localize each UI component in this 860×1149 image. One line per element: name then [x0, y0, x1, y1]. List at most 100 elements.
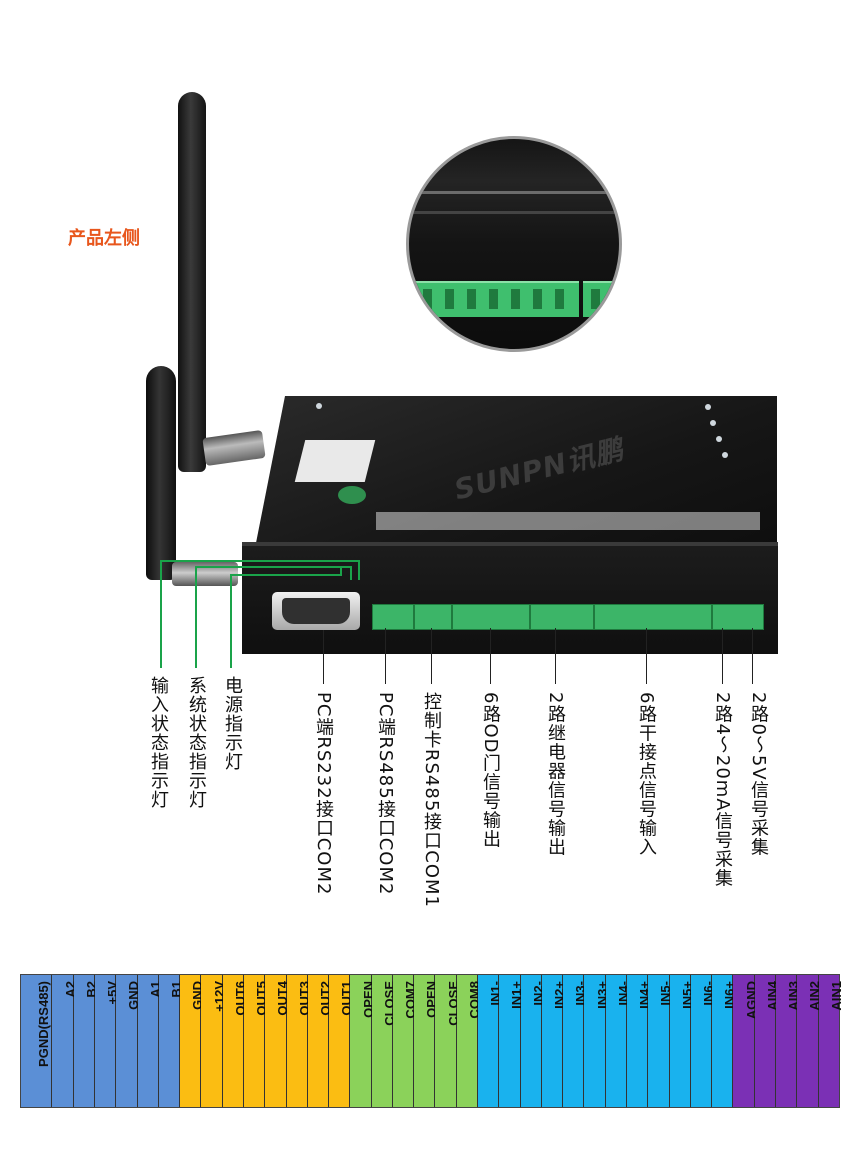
pin-cell: OUT5: [243, 975, 269, 1107]
antenna-tall: [178, 92, 206, 472]
zoom-pin: [511, 289, 520, 309]
product-label-sticker: [294, 440, 376, 482]
device-edge: [242, 542, 778, 548]
pin-cell: IN1+: [499, 975, 524, 1107]
pin-cell: GND: [116, 975, 141, 1107]
pin-cell: AIN1: [818, 975, 844, 1107]
pin-label: AIN1: [828, 981, 844, 1011]
pin-cell: IN3-: [563, 975, 588, 1107]
pin-cell: B2: [73, 975, 99, 1107]
led-callout-line: [358, 560, 360, 580]
pin-cell: IN4+: [627, 975, 652, 1107]
led-callout-line: [230, 574, 340, 576]
pin-cell: +5V: [94, 975, 120, 1107]
pin-cell: IN6+: [712, 975, 737, 1107]
status-led: [716, 436, 722, 442]
led-callout-line: [195, 566, 350, 568]
pin-cell: +12V: [201, 975, 227, 1107]
port-callout-line: [555, 628, 556, 684]
led-callout-line: [160, 560, 360, 562]
zoom-terminal-block: [583, 281, 619, 317]
port-callout-line: [431, 628, 432, 684]
terminal-block: [594, 604, 712, 630]
pin-cell: OUT2: [307, 975, 333, 1107]
pin-label-strip: [376, 512, 760, 530]
terminal-zoom-inset: [406, 136, 622, 352]
label-rs485-pc: PC端RS485接口COM2: [375, 692, 396, 896]
pin-cell: IN5+: [669, 975, 695, 1107]
antenna-short: [146, 366, 176, 580]
label-input-led: 输入状态指示灯: [148, 676, 169, 809]
zoom-pin: [423, 289, 432, 309]
label-rs485-ctrl: 控制卡RS485接口COM1: [421, 692, 442, 909]
pin-cell: AIN2: [797, 975, 822, 1107]
label-rs232: PC端RS232接口COM2: [313, 692, 334, 896]
terminal-block: [452, 604, 530, 630]
label-od-output: 6路OD门信号输出: [480, 692, 501, 849]
zoom-pin: [467, 289, 476, 309]
pin-cell: OPEN: [414, 975, 439, 1107]
status-led: [722, 452, 728, 458]
zoom-terminal-block: [409, 281, 579, 317]
pin-cell: COM8: [456, 975, 482, 1107]
led-callout-line: [340, 566, 342, 576]
port-callout-line: [752, 628, 753, 684]
led-callout-line: [160, 560, 162, 668]
zoom-pin: [555, 289, 564, 309]
terminal-block: [712, 604, 764, 630]
db9-connector: [282, 598, 350, 624]
port-callout-line: [646, 628, 647, 684]
zoom-pin: [445, 289, 454, 309]
pin-cell: IN1-: [478, 975, 503, 1107]
pin-cell: IN3+: [584, 975, 610, 1107]
label-v-input: 2路0～5V信号采集: [748, 692, 769, 857]
pin-cell: COM7: [392, 975, 418, 1107]
status-led: [710, 420, 716, 426]
port-callout-line: [323, 630, 324, 684]
pin-cell: OUT3: [286, 975, 312, 1107]
pin-cell: OUT4: [265, 975, 290, 1107]
port-callout-line: [385, 628, 386, 684]
led-callout-line: [230, 574, 232, 668]
terminal-block: [414, 604, 452, 630]
led-callout-line: [350, 566, 352, 580]
pin-cell: IN2+: [541, 975, 567, 1107]
port-callout-line: [722, 628, 723, 684]
pin-cell: IN2-: [520, 975, 546, 1107]
pin-cell: IN5-: [648, 975, 673, 1107]
pin-cell: OPEN: [350, 975, 376, 1107]
pin-cell: A1: [137, 975, 163, 1107]
terminal-block: [530, 604, 594, 630]
pin-cell: IN4-: [605, 975, 631, 1107]
zoom-ridge: [409, 191, 619, 194]
green-sticker: [338, 486, 366, 504]
led-callout-line: [195, 566, 197, 668]
port-callout-line: [490, 628, 491, 684]
zoom-pin: [609, 289, 618, 309]
pin-cell: CLOSE: [371, 975, 397, 1107]
pin-cell: GND: [180, 975, 205, 1107]
label-dry-input: 6路干接点信号输入: [636, 692, 657, 857]
terminal-block: [372, 604, 414, 630]
pin-cell: OUT6: [222, 975, 248, 1107]
zoom-pin: [533, 289, 542, 309]
pin-cell: IN6-: [690, 975, 716, 1107]
side-title: 产品左侧: [68, 228, 140, 249]
status-led: [705, 404, 711, 410]
antenna-tall-connector: [202, 429, 266, 467]
pin-cell: B1: [158, 975, 184, 1107]
pin-cell: AGND: [733, 975, 759, 1107]
pin-cell: AIN4: [754, 975, 780, 1107]
label-system-led: 系统状态指示灯: [186, 676, 207, 809]
label-relay-output: 2路继电器信号输出: [545, 692, 566, 857]
pin-cell: CLOSE: [435, 975, 461, 1107]
label-ma-input: 2路4～20mA信号采集: [712, 692, 733, 888]
pin-assignment-table: PGND(RS485) +5VA2B2+5VGNDA1B1GND+12VOUT6…: [20, 974, 844, 1108]
top-led: [316, 403, 322, 409]
zoom-pin: [489, 289, 498, 309]
pin-cell: AIN3: [775, 975, 801, 1107]
pin-cell: A2: [52, 975, 78, 1107]
zoom-pin: [591, 289, 600, 309]
pin-cell: PGND(RS485) +5V: [21, 975, 66, 1107]
pin-cell: OUT1: [329, 975, 354, 1107]
